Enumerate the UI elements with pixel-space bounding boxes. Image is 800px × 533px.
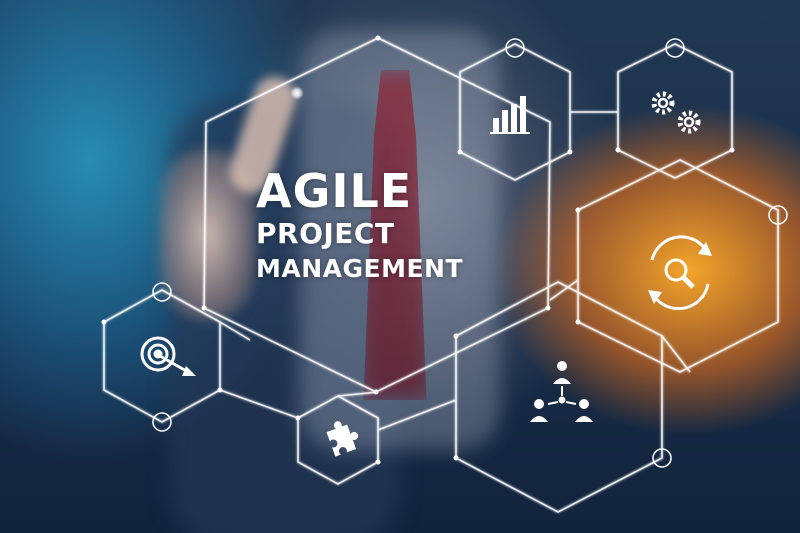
headline-line-1: AGILE xyxy=(256,164,413,218)
hex-team xyxy=(455,281,663,513)
hex-gears xyxy=(617,43,733,179)
hex-search xyxy=(577,159,779,373)
team-network-icon xyxy=(530,361,593,422)
bar-chart-icon xyxy=(490,96,530,134)
fingertip-glow xyxy=(290,86,304,100)
hex-bar-chart xyxy=(459,43,571,181)
target-icon xyxy=(140,336,196,376)
search-refresh-icon xyxy=(648,235,712,311)
headline: AGILE PROJECT MANAGEMENT xyxy=(256,166,463,286)
headline-line-3: MANAGEMENT xyxy=(256,254,464,283)
gears-icon xyxy=(651,91,701,134)
puzzle-icon xyxy=(326,421,359,457)
headline-line-2: PROJECT xyxy=(256,217,395,250)
